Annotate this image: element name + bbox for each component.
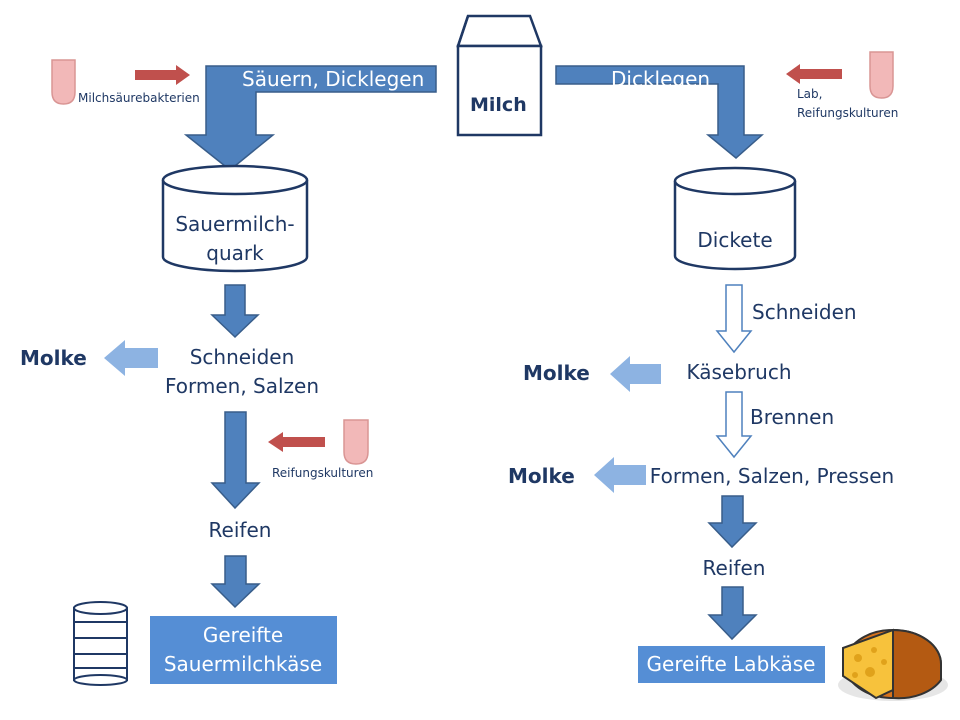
quark-label-2: quark [206, 241, 264, 265]
arrow-molke-left [104, 340, 158, 376]
arrow-renneting [555, 65, 764, 159]
result-sauermilchkaese: Gereifte Sauermilchkäse [150, 616, 337, 684]
cylinder-sauermilchquark [161, 164, 309, 273]
arrow-outline-heat [715, 391, 753, 459]
right-heat: Brennen [750, 405, 835, 429]
arrow-down-left-1 [210, 284, 260, 339]
left-step-souring: Säuern, Dicklegen [242, 67, 425, 91]
rennet-label-2: Reifungskulturen [797, 106, 899, 120]
test-tube-icon-3 [343, 419, 369, 465]
molke-left: Molke [20, 346, 87, 370]
arrow-molke-right-2 [594, 457, 646, 493]
right-step-renneting: Dicklegen [611, 67, 711, 91]
result-labkaese: Gereifte Labkäse [638, 646, 825, 683]
cultures-label: Reifungskulturen [272, 466, 374, 480]
milk-label: Milch [470, 94, 527, 116]
arrow-down-left-3 [210, 555, 261, 609]
test-tube-icon-2 [869, 51, 894, 99]
right-process: Formen, Salzen, Pressen [649, 464, 895, 488]
arrow-molke-right-1 [610, 356, 661, 392]
cylinder-dickete [673, 166, 797, 271]
left-ripen: Reifen [208, 518, 272, 542]
right-cut: Schneiden [752, 300, 857, 324]
curd-label: Käsebruch [686, 360, 792, 384]
rennet-label-1: Lab, [797, 87, 823, 101]
milk-carton-icon [456, 14, 543, 137]
quark-label-1: Sauermilch- [175, 212, 295, 236]
cheese-wheel-icon [838, 628, 948, 701]
molke-right-1: Molke [523, 361, 590, 385]
red-arrow-cultures [268, 432, 325, 452]
molke-right-2: Molke [508, 464, 575, 488]
result-left-1: Gereifte [202, 623, 284, 647]
bacteria-label: Milchsäurebakterien [78, 91, 200, 105]
arrow-souring [183, 65, 437, 171]
arrow-down-right-1 [707, 495, 758, 549]
red-arrow-bacteria [135, 65, 190, 85]
left-process-2: Formen, Salzen [164, 374, 320, 398]
dickete-label: Dickete [697, 228, 773, 252]
left-process-1: Schneiden [189, 345, 295, 369]
test-tube-icon-1 [51, 59, 76, 105]
right-ripen: Reifen [702, 556, 766, 580]
result-left-2: Sauermilchkäse [163, 652, 323, 676]
arrow-down-left-2 [210, 411, 261, 510]
arrow-down-right-2 [707, 586, 758, 641]
arrow-outline-cut [715, 284, 753, 354]
cheese-stack-icon [73, 601, 128, 686]
red-arrow-rennet [786, 64, 842, 84]
result-right: Gereifte Labkäse [646, 652, 816, 676]
